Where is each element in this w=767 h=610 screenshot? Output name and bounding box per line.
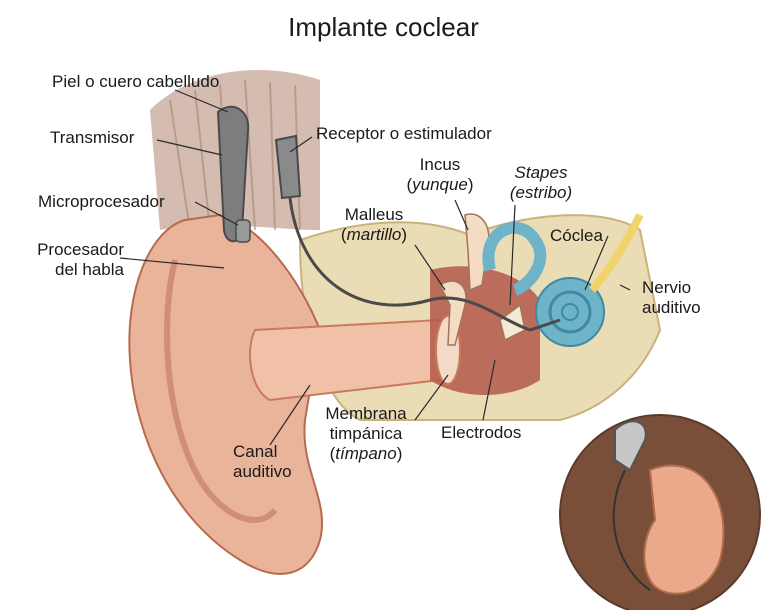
label-canal-line2: auditivo bbox=[233, 462, 292, 482]
label-malleus-line1: Malleus bbox=[328, 205, 420, 225]
label-speech-processor-line1: Procesador bbox=[12, 240, 124, 260]
label-membrane-close: ) bbox=[397, 444, 403, 463]
label-membrane-line2: timpánica bbox=[310, 424, 422, 444]
label-speech-processor-line2: del habla bbox=[12, 260, 124, 280]
label-cochlea: Cóclea bbox=[550, 226, 603, 246]
label-incus-line1: Incus bbox=[395, 155, 485, 175]
label-speech-processor: Procesador del habla bbox=[12, 240, 124, 280]
label-receiver: Receptor o estimulador bbox=[316, 124, 492, 144]
label-membrane-line1: Membrana bbox=[310, 404, 422, 424]
label-stapes: Stapes (estribo) bbox=[496, 163, 586, 203]
label-electrodes: Electrodos bbox=[441, 423, 521, 443]
label-nerve-line1: Nervio bbox=[642, 278, 701, 298]
label-membrane: Membrana timpánica (tímpano) bbox=[310, 404, 422, 464]
label-malleus-line2: (martillo) bbox=[328, 225, 420, 245]
label-incus-italic: yunque bbox=[412, 175, 468, 194]
label-membrane-line3: (tímpano) bbox=[310, 444, 422, 464]
microprocessor-device bbox=[236, 220, 250, 242]
label-nerve-line2: auditivo bbox=[642, 298, 701, 318]
label-microprocessor: Microprocesador bbox=[38, 192, 165, 212]
label-nerve: Nervio auditivo bbox=[642, 278, 701, 318]
label-canal-line1: Canal bbox=[233, 442, 292, 462]
label-stapes-line1: Stapes bbox=[496, 163, 586, 183]
label-incus-line2: (yunque) bbox=[395, 175, 485, 195]
label-incus-close: ) bbox=[468, 175, 474, 194]
label-malleus-italic: martillo bbox=[347, 225, 402, 244]
label-incus: Incus (yunque) bbox=[395, 155, 485, 195]
label-skin: Piel o cuero cabelludo bbox=[52, 72, 219, 92]
page-title: Implante coclear bbox=[0, 12, 767, 43]
label-stapes-line2: (estribo) bbox=[496, 183, 586, 203]
label-malleus: Malleus (martillo) bbox=[328, 205, 420, 245]
label-membrane-italic: tímpano bbox=[335, 444, 396, 463]
label-malleus-close: ) bbox=[401, 225, 407, 244]
label-transmitter: Transmisor bbox=[50, 128, 134, 148]
label-canal: Canal auditivo bbox=[233, 442, 292, 482]
